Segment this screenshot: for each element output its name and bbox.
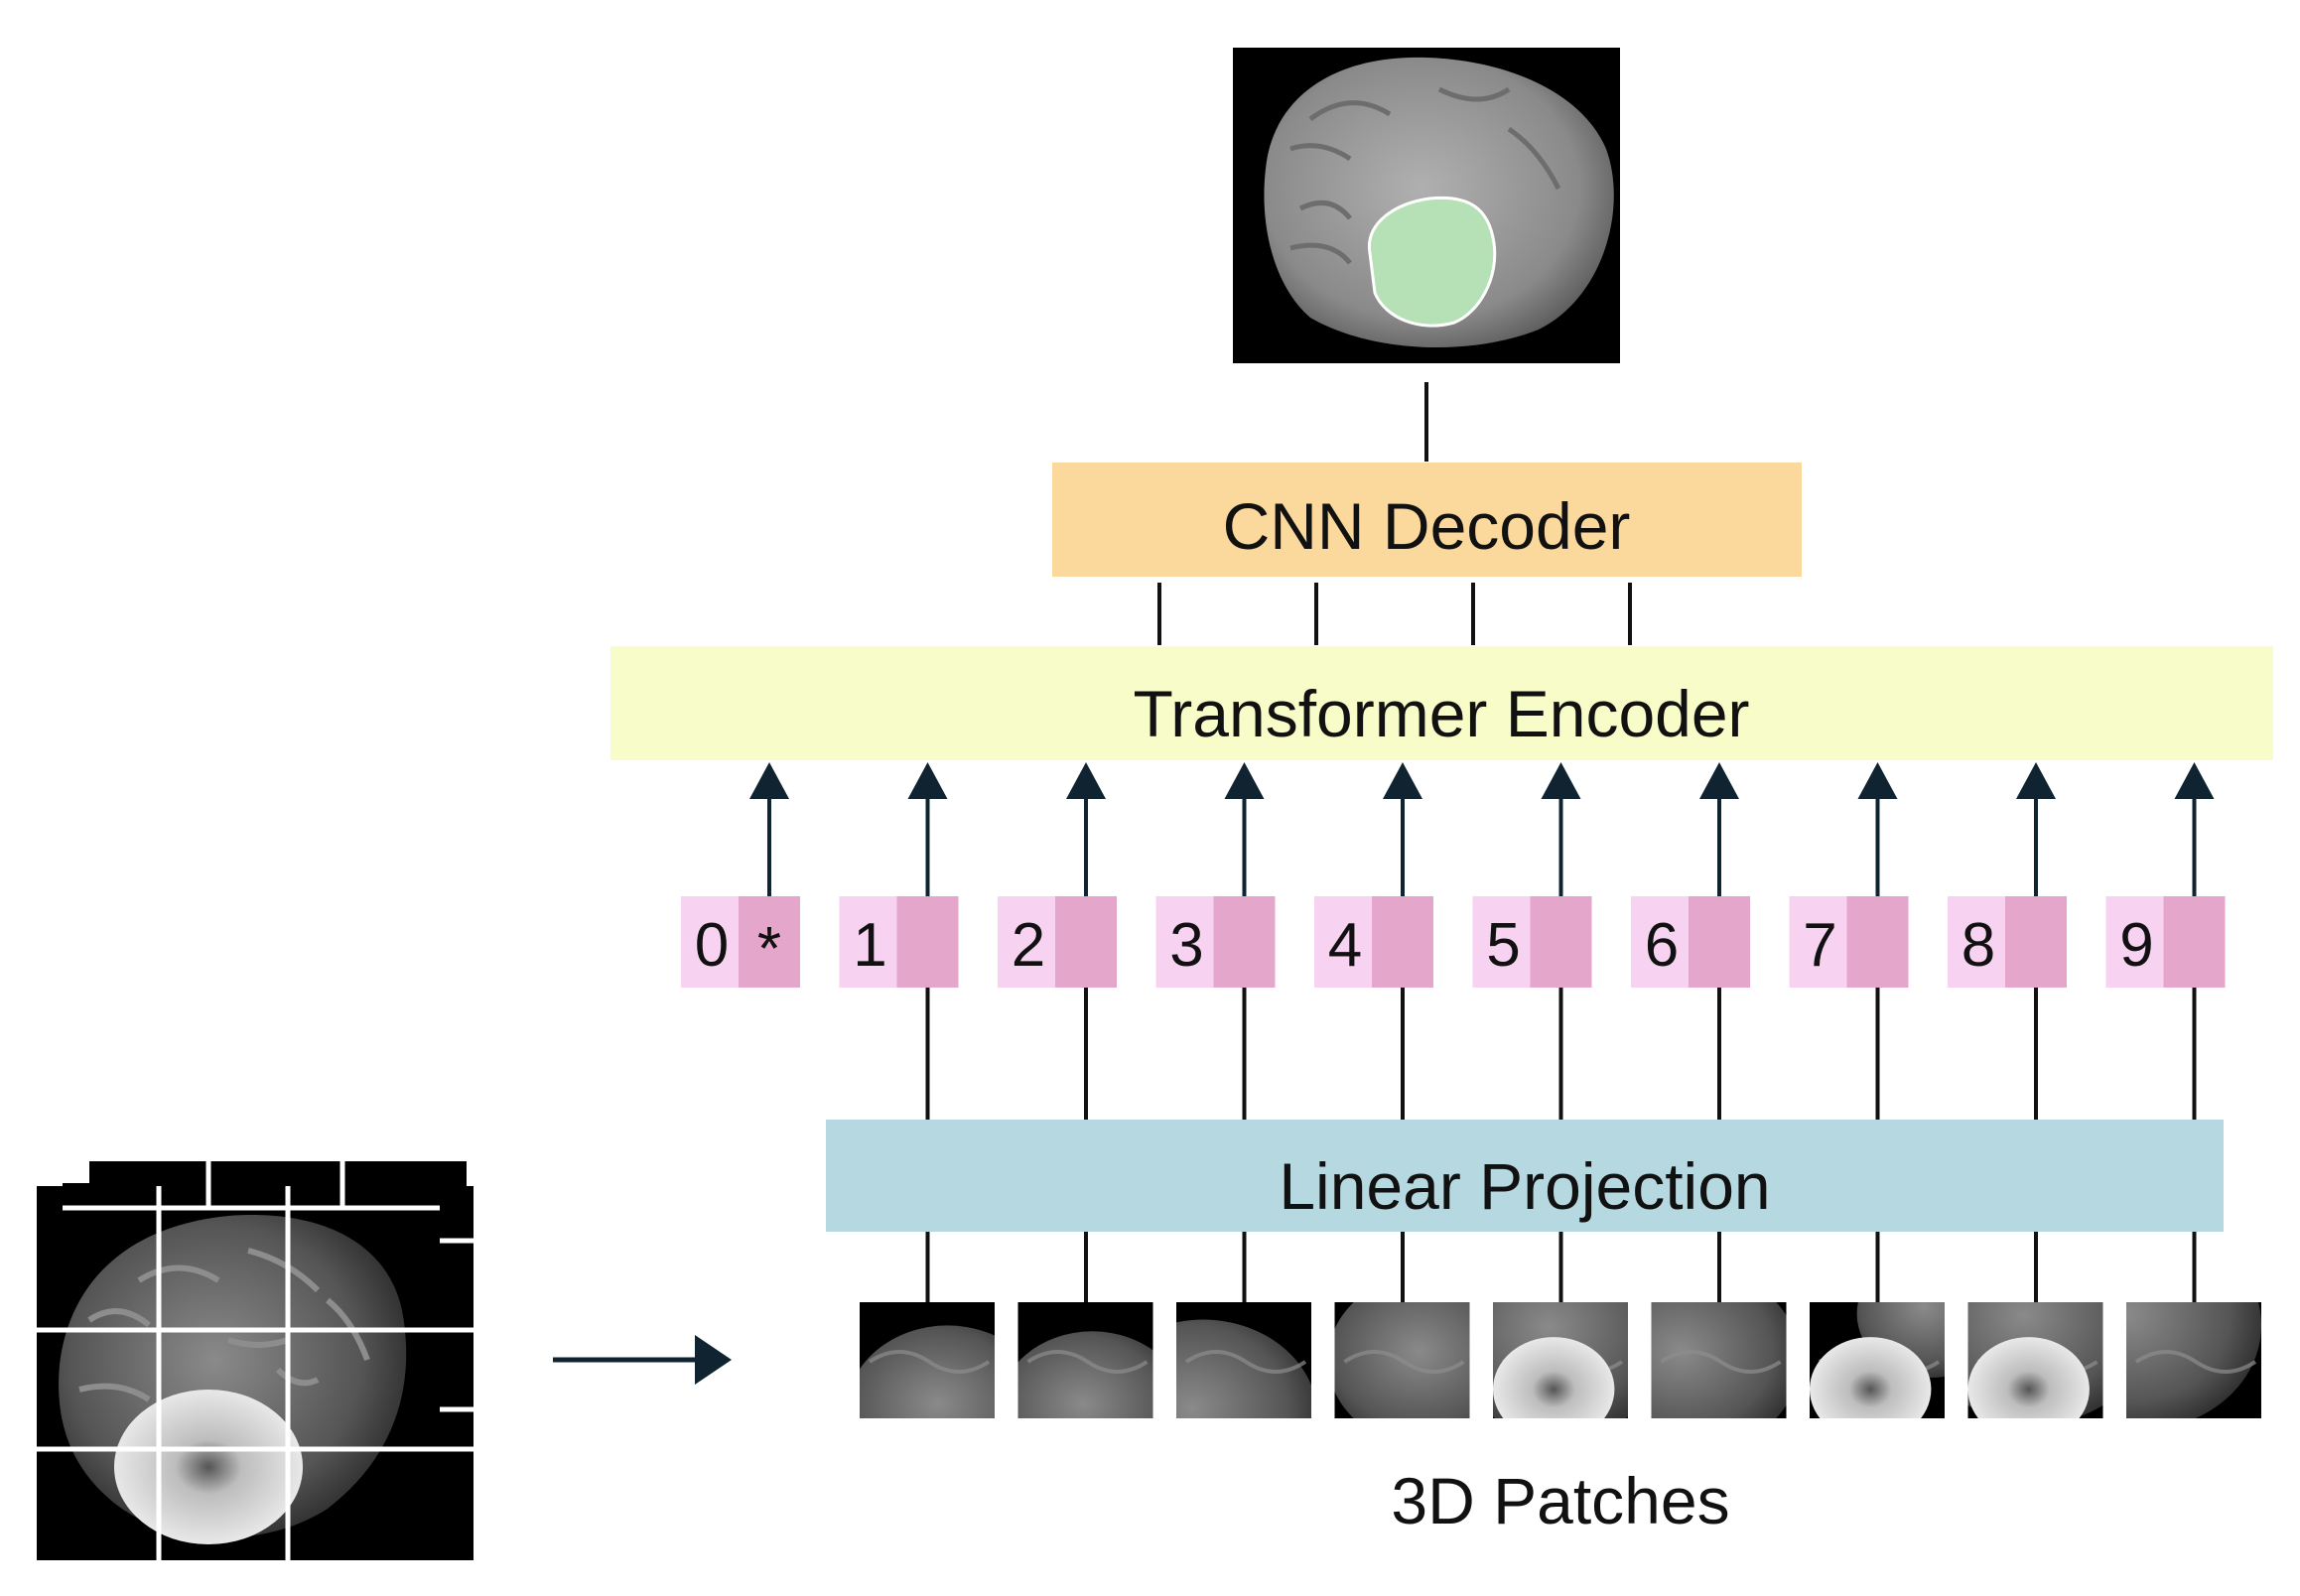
token-position-number: 0 bbox=[695, 911, 729, 980]
cnn-decoder-label: CNN Decoder bbox=[1223, 489, 1631, 563]
tumor-segmentation-mask bbox=[1367, 196, 1497, 328]
token-5: 5 bbox=[1472, 762, 1592, 1120]
token-4: 4 bbox=[1314, 762, 1433, 1120]
patch-embedding-cell bbox=[1213, 896, 1276, 988]
token-arrow-head bbox=[1383, 762, 1422, 799]
transformer-encoder-box bbox=[610, 646, 2273, 760]
token-position-number: 6 bbox=[1645, 911, 1679, 980]
segmented-brain-mri-icon bbox=[1233, 48, 1620, 363]
brain-mri-patch-icon bbox=[860, 1232, 995, 1418]
linear-projection-label: Linear Projection bbox=[1279, 1149, 1770, 1223]
brain-mri-patch-icon bbox=[2126, 1232, 2261, 1418]
token-8: 8 bbox=[1948, 762, 2067, 1120]
patch-embedding-cell bbox=[1689, 896, 1750, 988]
position-embedding-cell bbox=[1472, 896, 1531, 988]
position-embedding-cell bbox=[1155, 896, 1214, 988]
token-position-number: 9 bbox=[2119, 911, 2153, 980]
patch-embedding-cell bbox=[1530, 896, 1592, 988]
brain-mri-patch-icon bbox=[1176, 1232, 1311, 1418]
token-2: 2 bbox=[998, 762, 1117, 1120]
tumor-region bbox=[114, 1390, 303, 1544]
token-arrow-head bbox=[1066, 762, 1106, 799]
patch-embedding-cell bbox=[896, 896, 959, 988]
position-embedding-cell bbox=[1314, 896, 1372, 988]
patch-embedding-cell bbox=[1055, 896, 1117, 988]
encoder-to-decoder-lines bbox=[1157, 583, 1632, 645]
token-position-number: 1 bbox=[853, 911, 886, 980]
token-position-number: 3 bbox=[1169, 911, 1203, 980]
token-arrow-head bbox=[749, 762, 789, 799]
token-position-number: 8 bbox=[1962, 911, 1995, 980]
brain-mri-patch-icon bbox=[1810, 1232, 1945, 1418]
brain-mri-volume-icon bbox=[37, 1161, 474, 1560]
token-1: 1 bbox=[839, 762, 959, 1120]
position-embedding-cell bbox=[2105, 896, 2164, 988]
token-position-number: 7 bbox=[1803, 911, 1836, 980]
patches-label: 3D Patches bbox=[1391, 1464, 1729, 1537]
token-9: 9 bbox=[2105, 762, 2226, 1120]
patch-embedding-cell bbox=[2005, 896, 2067, 988]
linear-projection-box bbox=[826, 1120, 2224, 1232]
brain-mri-patch-icon bbox=[1967, 1232, 2103, 1418]
position-embedding-cell bbox=[839, 896, 897, 988]
token-arrow-head bbox=[907, 762, 948, 799]
position-embedding-cell bbox=[681, 896, 739, 988]
token-arrow-head bbox=[2174, 762, 2215, 799]
patch-row bbox=[860, 1232, 2261, 1418]
token-3: 3 bbox=[1155, 762, 1276, 1120]
position-embedding-cell bbox=[1948, 896, 2005, 988]
brain-mri-patch-icon bbox=[1493, 1232, 1628, 1418]
brain-mri-patch-icon bbox=[1017, 1232, 1153, 1418]
transformer-encoder-label: Transformer Encoder bbox=[1133, 677, 1749, 750]
brain-mri-patch-icon bbox=[1651, 1232, 1787, 1418]
input-arrow bbox=[553, 1335, 732, 1385]
token-6: 6 bbox=[1631, 762, 1750, 1120]
token-arrow-head bbox=[2016, 762, 2056, 799]
token-arrow-head bbox=[1541, 762, 1581, 799]
token-arrow-head bbox=[1857, 762, 1898, 799]
brain-mri-patch-icon bbox=[1334, 1232, 1470, 1418]
cnn-decoder-box bbox=[1052, 463, 1802, 577]
patch-embedding-cell bbox=[1846, 896, 1909, 988]
token-arrow-head bbox=[1699, 762, 1739, 799]
patch-embedding-cell bbox=[1372, 896, 1433, 988]
patch-embedding-cell bbox=[739, 896, 800, 988]
patch-embedding-cell bbox=[2163, 896, 2226, 988]
position-embedding-cell bbox=[1631, 896, 1689, 988]
token-arrow-head bbox=[1224, 762, 1265, 799]
position-embedding-cell bbox=[998, 896, 1055, 988]
token-position-number: 2 bbox=[1012, 911, 1045, 980]
position-embedding-cell bbox=[1789, 896, 1847, 988]
class-token-marker: * bbox=[757, 915, 781, 984]
token-7: 7 bbox=[1789, 762, 1909, 1120]
token-position-number: 5 bbox=[1486, 911, 1520, 980]
token-position-number: 4 bbox=[1328, 911, 1362, 980]
token-0: 0* bbox=[681, 762, 800, 988]
